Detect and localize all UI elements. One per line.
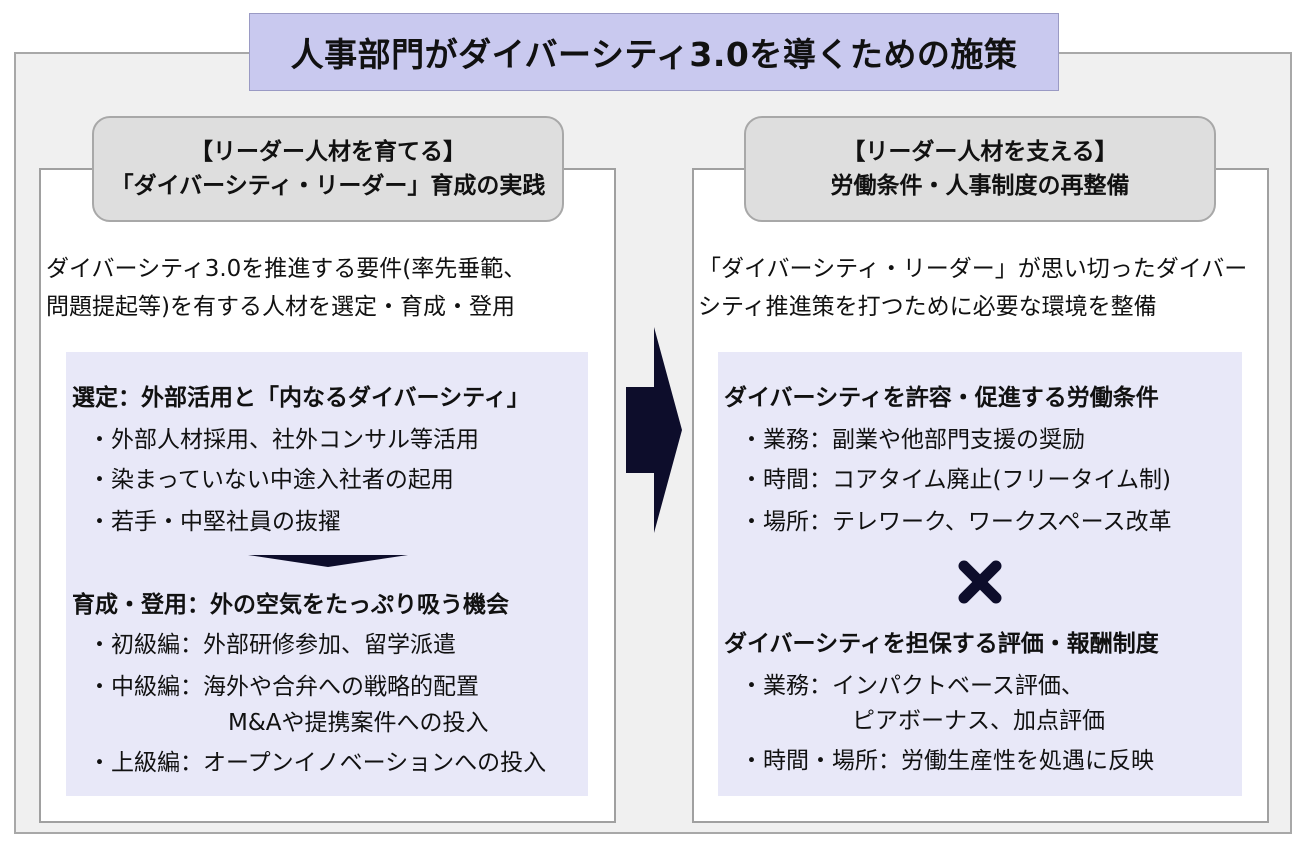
right-section2-item-cont: ピアボーナス、加点評価: [852, 708, 1105, 734]
left-section2-heading: 育成・登用：外の空気をたっぷり吸う機会: [72, 592, 509, 618]
right-section1-item: 時間：コアタイム廃止(フリータイム制): [740, 460, 1171, 494]
left-section2-item: 初級編：外部研修参加、留学派遣: [88, 625, 456, 659]
right-section2-item: 業務：インパクトベース評価、: [740, 666, 1084, 700]
left-header-line2: 「ダイバーシティ・リーダー」育成の実践: [110, 173, 546, 199]
down-arrow-icon: [248, 555, 408, 567]
right-arrow-icon: [626, 327, 682, 533]
right-panel-header: 【リーダー人材を支える】 労働条件・人事制度の再整備: [744, 116, 1216, 222]
right-section1-item: 場所：テレワーク、ワークスペース改革: [740, 502, 1171, 536]
left-section2-item: 上級編：オープンイノベーションへの投入: [88, 743, 546, 777]
cross-icon: [958, 560, 1002, 604]
right-section2-item: 時間・場所：労働生産性を処遇に反映: [740, 741, 1154, 775]
right-header-line1: 【リーダー人材を支える】: [842, 139, 1118, 165]
left-description: ダイバーシティ3.0を推進する要件(率先垂範、 問題提起等)を有する人材を選定・…: [46, 250, 526, 326]
left-section1-item: 染まっていない中途入社者の起用: [88, 460, 454, 494]
left-desc-line2: 問題提起等)を有する人材を選定・育成・登用: [46, 294, 515, 320]
left-section2-item-cont: M&Aや提携案件への投入: [228, 710, 489, 736]
right-section1-item: 業務：副業や他部門支援の奨励: [740, 420, 1085, 454]
left-panel-header: 【リーダー人材を育てる】 「ダイバーシティ・リーダー」育成の実践: [92, 116, 564, 222]
right-section1-heading: ダイバーシティを許容・促進する労働条件: [724, 385, 1159, 411]
left-section1-heading: 選定：外部活用と「内なるダイバーシティ」: [72, 385, 530, 411]
right-desc-line2: シティ推進策を打つために必要な環境を整備: [698, 294, 1157, 320]
diagram-title: 人事部門がダイバーシティ3.0を導くための施策: [249, 13, 1059, 91]
left-header-line1: 【リーダー人材を育てる】: [190, 139, 466, 165]
right-section2-heading: ダイバーシティを担保する評価・報酬制度: [724, 631, 1159, 657]
left-section1-item: 若手・中堅社員の抜擢: [88, 502, 341, 536]
right-desc-line1: 「ダイバーシティ・リーダー」が思い切ったダイバー: [698, 256, 1248, 282]
left-section1-item: 外部人材採用、社外コンサル等活用: [88, 420, 479, 454]
left-section2-item: 中級編：海外や合弁への戦略的配置: [88, 667, 479, 701]
right-header-line2: 労働条件・人事制度の再整備: [830, 173, 1130, 199]
left-desc-line1: ダイバーシティ3.0を推進する要件(率先垂範、: [46, 256, 527, 282]
right-description: 「ダイバーシティ・リーダー」が思い切ったダイバー シティ推進策を打つために必要な…: [698, 250, 1247, 326]
